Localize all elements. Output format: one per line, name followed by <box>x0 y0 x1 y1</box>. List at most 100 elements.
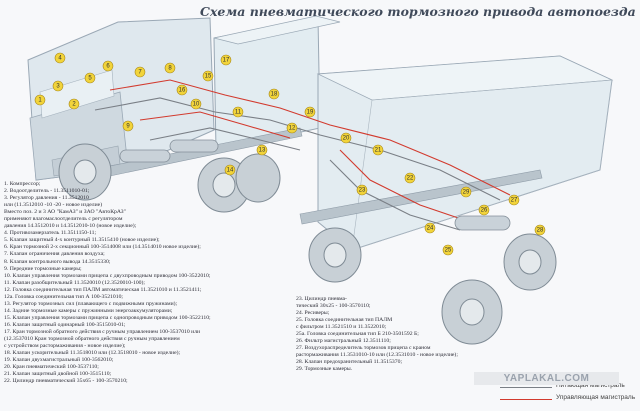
callout-number: 12 <box>289 125 296 131</box>
callout-number: 24 <box>427 225 434 231</box>
callout-circle <box>52 80 64 92</box>
callout-circle <box>34 94 46 106</box>
callout-number: 8 <box>168 65 172 71</box>
callout-16: 16 <box>176 84 188 96</box>
wheels <box>58 143 557 345</box>
callout-29: 29 <box>460 186 472 198</box>
callout-7: 7 <box>134 66 146 78</box>
legend-left-item: 10. Клапан управления тормозами прицепа … <box>4 272 211 279</box>
legend-left-item: с устройством растормаживания - новое из… <box>4 343 126 350</box>
legend-left-item: 20. Кран пневматический 100-3537110; <box>4 364 99 371</box>
legend-left-item: 17. Кран тормозной обратного действия с … <box>4 328 201 335</box>
callout-4: 4 <box>54 52 66 64</box>
callout-28: 28 <box>534 224 546 236</box>
callout-circle <box>122 120 134 132</box>
legend-left-item: Вместо поз. 2 и 3 АО "КамАЗ" и ЗАО "Авто… <box>4 209 126 216</box>
callout-number: 23 <box>359 187 366 193</box>
callout-number: 26 <box>481 207 488 213</box>
legend-left-item: применяют влагомаслоотделитель с регулят… <box>4 216 123 223</box>
callout-number: 4 <box>58 55 62 61</box>
supply-line-label: Питающая магистраль <box>556 382 625 389</box>
callout-3: 3 <box>52 80 64 92</box>
callout-circle <box>372 144 384 156</box>
legend-left-item: 6. Кран тормозной 2-х секционный 100-351… <box>4 244 201 251</box>
callout-circle <box>220 54 232 66</box>
callout-circle <box>442 244 454 256</box>
callout-number: 17 <box>223 57 230 63</box>
callout-number: 3 <box>56 83 60 89</box>
legend-left-item: 14. Задние тормозные камеры с пружинными… <box>4 307 173 314</box>
callout-1: 1 <box>34 94 46 106</box>
callout-6: 6 <box>102 60 114 72</box>
legend-left-item: 21. Клапан защитный двойной 100-3515110; <box>4 371 112 378</box>
legend-right-item: 28. Клапан предохранительный 11.3515370; <box>296 359 403 366</box>
callout-number: 21 <box>375 147 382 153</box>
callout-15: 15 <box>202 70 214 82</box>
callout-circle <box>286 122 298 134</box>
receivers <box>119 139 511 231</box>
watermark-badge: YAPLAKAL.COM <box>474 372 619 385</box>
control-line-swatch <box>500 399 552 400</box>
legend-left-item: 19. Клапан двухмагистральный 100-3562010… <box>4 357 114 364</box>
callout-number: 10 <box>193 101 200 107</box>
callout-circle <box>340 132 352 144</box>
callout-number: 19 <box>307 109 314 115</box>
callout-circle <box>424 222 436 234</box>
callout-number: 2 <box>72 101 76 107</box>
legend-left-item: 11. Клапан разобщительный 11.3520010 (12… <box>4 279 145 286</box>
callout-14: 14 <box>224 164 236 176</box>
legend-right-item: 27. Воздухораспределитель тормозов прице… <box>296 345 431 352</box>
callout-circle <box>356 184 368 196</box>
legend-left-item: 12. Головка соединительная тип ПАЛМ авто… <box>4 286 202 293</box>
callout-number: 27 <box>511 197 518 203</box>
diagram-title: Схема пневматического тормозного привода… <box>200 4 636 19</box>
legend-right-item: с фильтром 11.3521510 и 11.3522010; <box>296 324 387 331</box>
legend-left-item: или (11.3512010 -10 -20 - новое изделие) <box>4 202 103 209</box>
legend-left-item: 4. Противозамерзатель 11.3511150-11; <box>4 230 97 237</box>
callout-26: 26 <box>478 204 490 216</box>
callout-number: 6 <box>106 63 110 69</box>
callout-circle <box>164 62 176 74</box>
callout-10: 10 <box>190 98 202 110</box>
callout-circle <box>224 164 236 176</box>
legend-left-item: 1. Компрессор; <box>4 181 41 187</box>
callout-circle <box>460 186 472 198</box>
callout-circle <box>232 106 244 118</box>
callout-number: 25 <box>445 247 452 253</box>
callout-number: 20 <box>343 135 350 141</box>
callout-number: 22 <box>407 175 414 181</box>
callout-21: 21 <box>372 144 384 156</box>
control-lines <box>109 79 511 223</box>
legend-right-item: 23. Цилиндр пневма- <box>296 296 347 302</box>
callout-number: 9 <box>126 123 130 129</box>
legend-right-item: 26. Фильтр магистральный 12.3511110; <box>296 338 391 345</box>
component-list-right: 23. Цилиндр пневма- тический 30х25 - 100… <box>296 296 496 374</box>
legend-left-item: 16. Клапан защитный одинарный 100-351501… <box>4 321 126 328</box>
callout-number: 15 <box>205 73 212 79</box>
legend-left-item: 7. Клапан ограничения давления воздуха; <box>4 251 105 258</box>
callout-circle <box>68 98 80 110</box>
legend-right-item: 24. Ресиверы; <box>296 310 330 317</box>
callout-17: 17 <box>220 54 232 66</box>
callout-circle <box>268 88 280 100</box>
legend-left-item: давления 14.3512010 и 14.3512010-10 (нов… <box>4 223 137 230</box>
control-line-label: Управляющая магистраль <box>556 394 636 401</box>
legend-right-item: 25. Головка соединительная тип ПАЛМ <box>296 317 393 324</box>
supply-line-swatch <box>500 387 552 388</box>
callout-24: 24 <box>424 222 436 234</box>
callout-circle <box>84 72 96 84</box>
callout-circle <box>304 106 316 118</box>
callout-13: 13 <box>256 144 268 156</box>
callout-number: 7 <box>138 69 142 75</box>
callout-markers: 1234567891011121314151617181920212223242… <box>34 52 546 256</box>
callout-circle <box>478 204 490 216</box>
truck-body <box>213 15 341 151</box>
callout-19: 19 <box>304 106 316 118</box>
callout-18: 18 <box>268 88 280 100</box>
callout-circle <box>404 172 416 184</box>
callout-number: 1 <box>38 97 42 103</box>
legend-left-item: 15. Клапан управления тормозами прицепа … <box>4 314 211 321</box>
callout-number: 16 <box>179 87 186 93</box>
